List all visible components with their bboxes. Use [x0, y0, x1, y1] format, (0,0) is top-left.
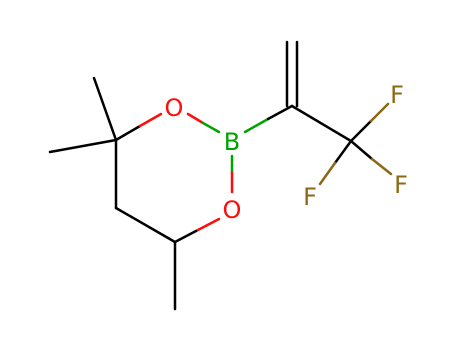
bond-o1-b-oxygen-side [186, 112, 205, 125]
bond-b-vinyl-boron-side [243, 117, 270, 134]
bond-c4-o1-carbon-side [114, 124, 142, 142]
atom-labels: O B O F F F [165, 81, 408, 224]
bond-c4-o1-oxygen-side [138, 112, 163, 128]
bond-c6-c5 [114, 206, 177, 244]
bond-b-vinyl-carbon-side [266, 104, 294, 121]
bond-o2-c6-carbon-side [173, 229, 198, 244]
bonds [48, 40, 393, 311]
bond-o2-c6-oxygen-side [194, 217, 221, 233]
atom-label-f-top: F [390, 81, 404, 109]
bond-cf3-f-top-carbon-side [349, 119, 373, 143]
atom-label-f-left: F [303, 183, 317, 211]
bond-vinyl-cf3 [290, 104, 353, 143]
bond-cf3-f-right-carbon-side [349, 139, 374, 161]
bond-c4-methyl-left [48, 138, 118, 154]
atom-label-o-top: O [165, 94, 184, 122]
atom-label-f-right: F [394, 171, 408, 199]
bond-cf3-f-top-fluorine-side [369, 102, 390, 123]
atom-label-boron: B [224, 128, 240, 156]
bond-b-o1-boron-side [201, 121, 221, 134]
bond-cf3-f-left-fluorine-side [318, 161, 337, 186]
bond-c4-methyl-top [92, 76, 118, 142]
atom-label-o-bottom: O [223, 196, 242, 224]
bond-cf3-f-left-carbon-side [333, 139, 353, 165]
bond-cf3-f-right-fluorine-side [370, 157, 393, 176]
